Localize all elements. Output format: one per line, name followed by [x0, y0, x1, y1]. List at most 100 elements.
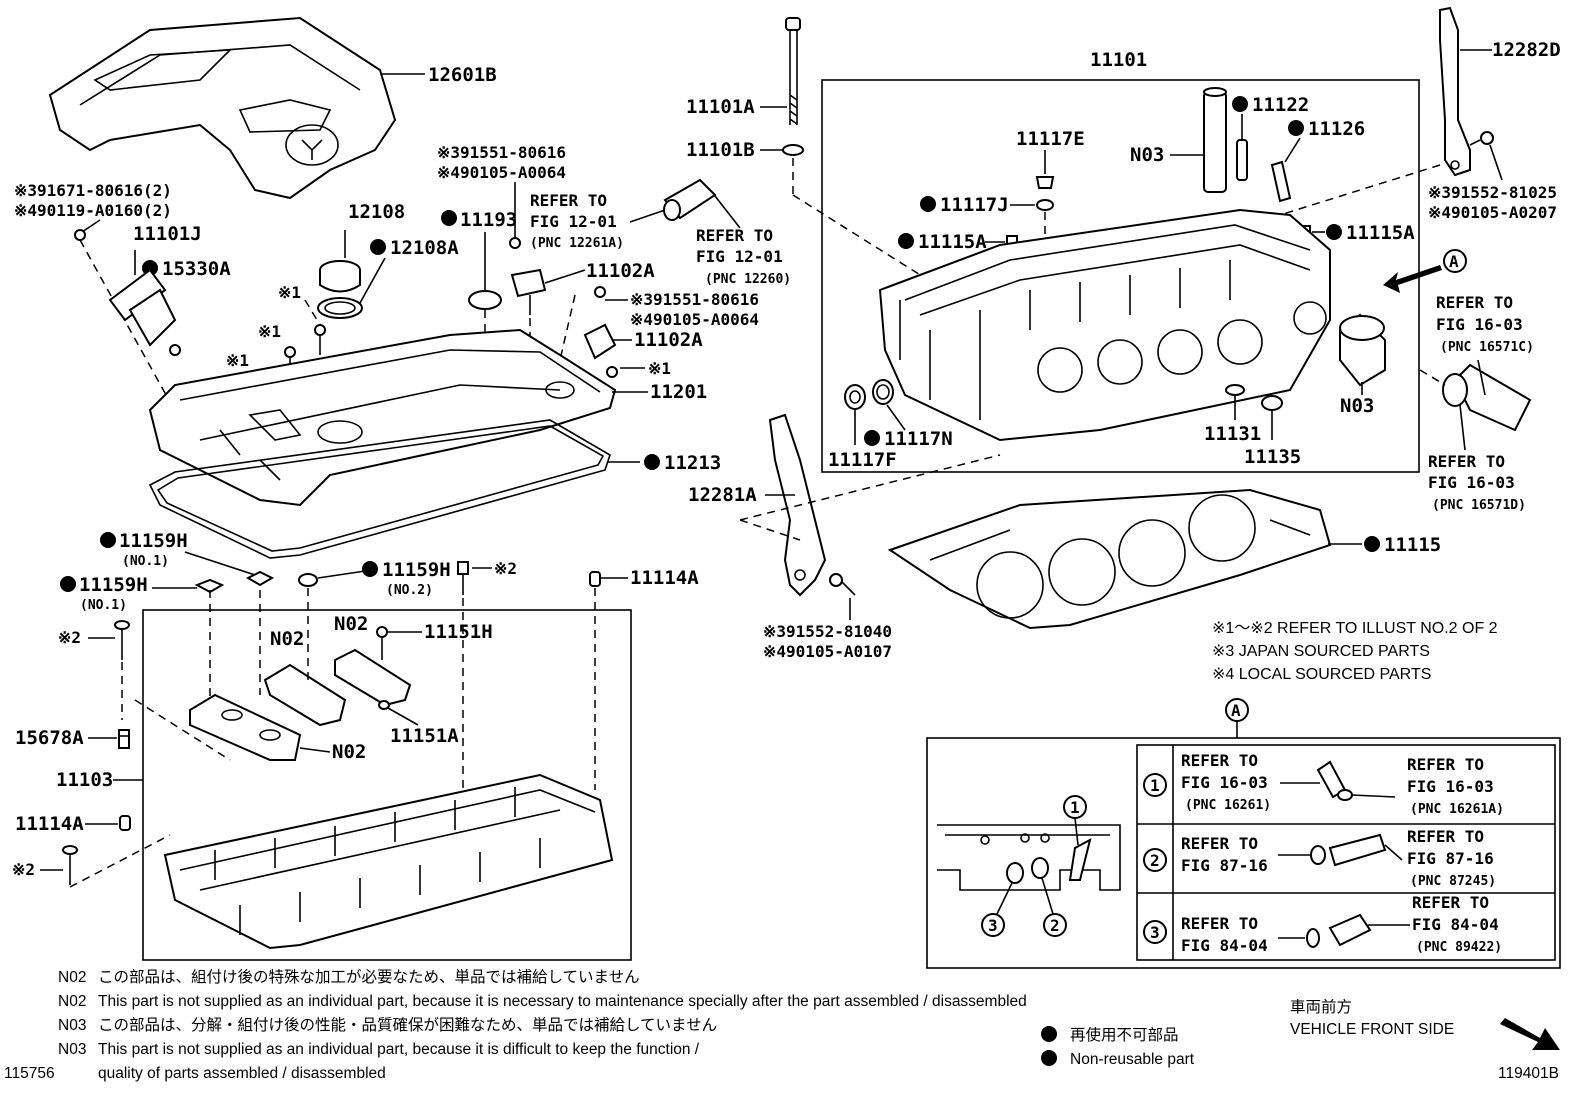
valve-guide-drawing	[1236, 114, 1248, 181]
label-11101: 11101	[1090, 49, 1147, 71]
dash-line-bolt	[792, 194, 961, 301]
bolt-drawing	[376, 626, 388, 660]
label-11115A-left: 11115A	[918, 231, 987, 253]
label-11135: 11135	[1244, 446, 1301, 468]
refer-fig-12-01-text: FIG 12-01	[696, 247, 783, 266]
pcv-hose-drawing	[663, 178, 717, 221]
label-star1: ※1	[278, 283, 301, 302]
refer-to-text: REFER TO	[696, 226, 773, 245]
plug-11117F-drawing	[844, 384, 866, 410]
plug-11117E-drawing	[1035, 176, 1055, 189]
dash-line-hose	[1419, 369, 1446, 386]
footnote-n02-code: N02	[58, 993, 86, 1010]
label-11101J: 11101J	[133, 223, 202, 245]
nonreusable-dot-icon	[362, 561, 378, 577]
label-391552-81040: ※391552-81040	[763, 622, 892, 641]
water-hose-drawing	[1442, 363, 1532, 432]
label-11193: 11193	[460, 209, 517, 231]
refer-pnc-16571D-text: (PNC 16571D)	[1432, 498, 1526, 513]
refer-pnc-16571C-text: (PNC 16571C)	[1440, 340, 1534, 355]
circle-A-marker	[1443, 249, 1467, 273]
label-490119-A0160: ※490119-A0160(2)	[14, 201, 172, 220]
oil-control-valve-drawing	[108, 250, 181, 356]
label-391551-80616-b: ※391551-80616	[630, 290, 759, 309]
label-11201: 11201	[650, 381, 707, 403]
vehicle-front-jp: 車両前方	[1290, 998, 1352, 1016]
leader-490119	[81, 219, 101, 233]
legend-note-1: ※1～※2 REFER TO ILLUST NO.2 OF 2	[1212, 620, 1498, 637]
engine-hanger-12282D-drawing	[1439, 6, 1471, 177]
label-star1: ※1	[648, 359, 671, 378]
row-1-left-ref: REFER TO	[1181, 751, 1258, 770]
nonreusable-dot-icon	[644, 454, 660, 470]
label-N03-a: N03	[1130, 144, 1164, 166]
label-12281A: 12281A	[688, 484, 757, 506]
label-11159H-2: 11159H	[79, 574, 148, 596]
nonreusable-dot-icon	[1364, 536, 1380, 552]
leader-16571D	[1459, 404, 1466, 451]
label-11151A: 11151A	[390, 725, 459, 747]
refer-to-text: REFER TO	[1428, 452, 1505, 471]
refer-fig-16-03-text: FIG 16-03	[1428, 473, 1515, 492]
nonreusable-dot-icon	[1041, 1026, 1057, 1042]
row-3-sensor-drawing	[1306, 913, 1372, 948]
label-star2: ※2	[58, 628, 81, 647]
label-11213: 11213	[664, 452, 721, 474]
camshaft-bearing-caps-drawing	[189, 648, 412, 761]
label-11117E: 11117E	[1016, 128, 1085, 150]
valve-guide-2-drawing	[1270, 137, 1301, 203]
dash-line-bolt	[79, 239, 181, 421]
bolt-small-drawing	[606, 366, 618, 378]
row-2-hose-drawing	[1310, 833, 1387, 867]
row-3-left-ref: REFER TO	[1181, 914, 1258, 933]
spark-plug-tube-gasket-drawing	[468, 290, 502, 310]
label-490105-A0064-b: ※490105-A0064	[630, 310, 759, 329]
bolt-drawing	[829, 573, 856, 596]
refer-to-text: REFER TO	[1436, 293, 1513, 312]
leader-11151A	[387, 707, 419, 726]
cam-sensor-2-drawing	[583, 323, 617, 360]
footnote-n03-en2: quality of parts assembled / disassemble…	[98, 1065, 386, 1082]
row-2-right-pnc: (PNC 87245)	[1410, 874, 1496, 889]
leader-11159H-1	[184, 551, 256, 576]
cam-sensor-drawing	[510, 268, 547, 315]
vehicle-front-en: VEHICLE FRONT SIDE	[1290, 1021, 1454, 1038]
label-circle-A: A	[1231, 701, 1241, 720]
bushing-N03-drawing	[1339, 313, 1386, 387]
leader-12261A	[629, 209, 666, 223]
label-star1: ※1	[226, 351, 249, 370]
label-11126: 11126	[1308, 118, 1365, 140]
nonreusable-dot-icon	[60, 576, 76, 592]
row-3-number-marker	[1143, 920, 1167, 944]
callout-2-number: 2	[1050, 916, 1060, 935]
dash-line-diagonal	[134, 699, 231, 761]
label-no2: (NO.2)	[386, 583, 433, 598]
row-1-hose-drawing	[1316, 760, 1353, 801]
label-490105-A0207: ※490105-A0207	[1428, 203, 1557, 222]
label-N02-c: N02	[332, 741, 366, 763]
leader-callout-3	[996, 882, 1013, 915]
washer-11131-drawing	[1225, 384, 1245, 396]
leader-12260	[714, 195, 741, 229]
label-12601B: 12601B	[428, 64, 497, 86]
dowel-pin-drawing	[589, 571, 601, 587]
row-1-right-pnc: (PNC 16261A)	[1410, 802, 1504, 817]
nonreusable-label-jp: 再使用不可部品	[1070, 1026, 1179, 1044]
row-2-right-fig: FIG 87-16	[1407, 849, 1494, 868]
dash-line-star1	[304, 299, 321, 326]
label-star2: ※2	[494, 559, 517, 578]
callout-3-marker	[981, 913, 1005, 937]
leader-11117N	[886, 404, 906, 431]
nonreusable-dot-icon	[100, 532, 116, 548]
label-12108A: 12108A	[390, 237, 459, 259]
head-gasket-drawing	[887, 488, 1332, 630]
plug-drawing	[118, 729, 130, 749]
label-11117J: 11117J	[940, 194, 1009, 216]
bolt-small-drawing	[314, 324, 326, 336]
row-3-number: 3	[1150, 923, 1160, 942]
footnote-n02-jp: この部品は、組付け後の特殊な加工が必要なため、単品では補給していません	[98, 968, 640, 986]
bolt-long-drawing	[114, 620, 130, 660]
label-N03-b: N03	[1340, 395, 1374, 417]
callout-2-marker	[1043, 913, 1067, 937]
label-11102A-2: 11102A	[634, 329, 703, 351]
